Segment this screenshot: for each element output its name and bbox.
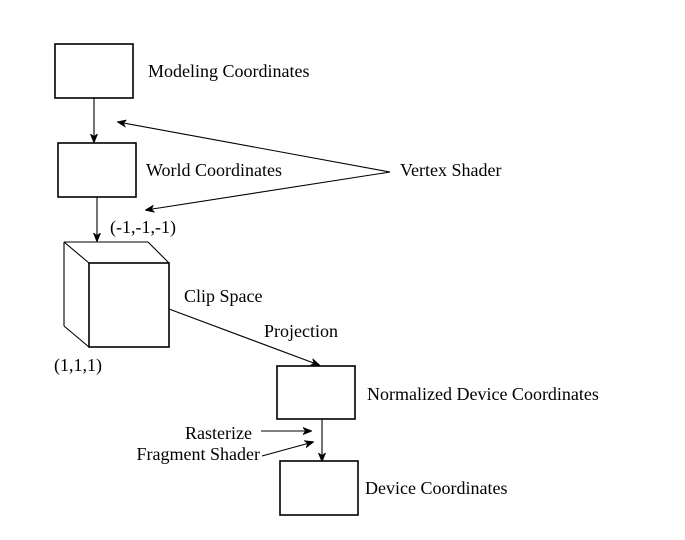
clip-space-label: Clip Space: [184, 286, 263, 306]
device-coordinates-box: [279, 460, 359, 516]
rasterize-label: Rasterize: [185, 423, 252, 443]
arrow-vertex-shader-lower: [146, 171, 391, 210]
modeling-coordinates-box: [54, 43, 134, 99]
ndc-label: Normalized Device Coordinates: [367, 384, 599, 404]
ndc-box: [276, 365, 356, 420]
world-coordinates-box: [57, 142, 137, 198]
arrow-fragment-shader: [261, 442, 313, 457]
clip-space-cube: [63, 241, 170, 348]
clip-corner-far-label: (1,1,1): [54, 355, 102, 376]
clip-corner-near-label: (-1,-1,-1): [110, 217, 176, 238]
vertex-shader-label: Vertex Shader: [400, 160, 501, 180]
arrow-vertex-shader-upper: [118, 122, 391, 173]
modeling-coordinates-label: Modeling Coordinates: [148, 61, 309, 81]
device-coordinates-label: Device Coordinates: [365, 478, 507, 498]
world-coordinates-label: World Coordinates: [146, 160, 282, 180]
arrow-projection: [168, 308, 319, 365]
projection-label: Projection: [264, 321, 338, 341]
fragment-shader-label: Fragment Shader: [137, 444, 260, 464]
